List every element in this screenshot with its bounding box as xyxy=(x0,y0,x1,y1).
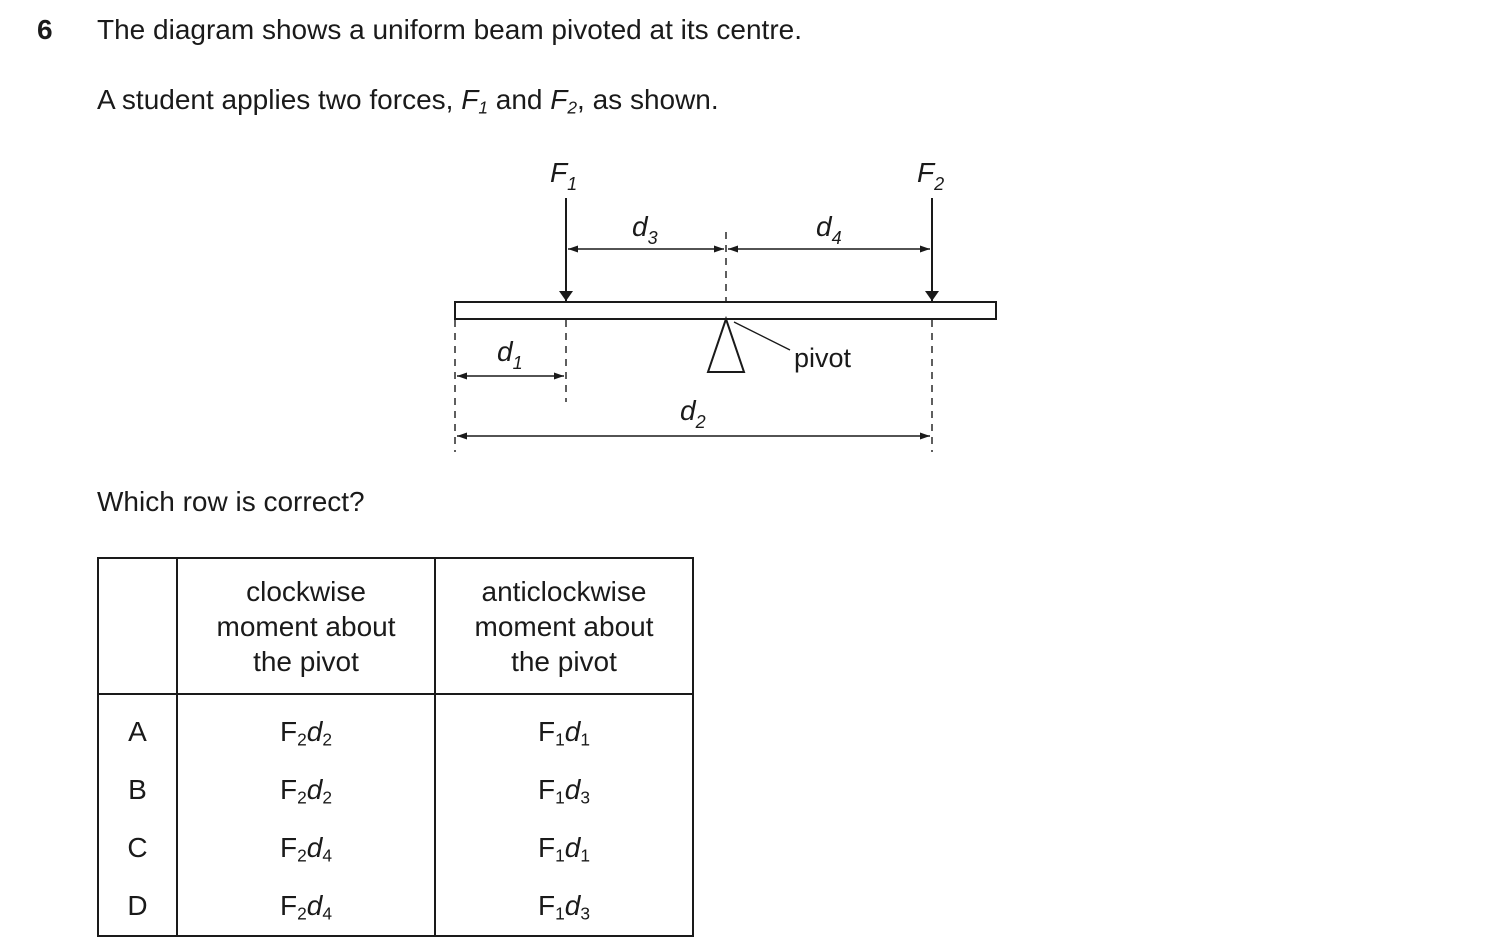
answer-table: clockwise moment about the pivot anticlo… xyxy=(97,557,694,937)
row-label-a: A xyxy=(97,694,178,761)
row-c-anticlockwise: F1d1 xyxy=(434,819,694,877)
header-clockwise: clockwise moment about the pivot xyxy=(176,557,436,695)
header-blank xyxy=(97,557,178,695)
row-a-clockwise: F2d2 xyxy=(176,694,436,761)
force1-label: F1 xyxy=(550,157,577,194)
table-header-row: clockwise moment about the pivot anticlo… xyxy=(97,557,694,695)
pivot-leader-line xyxy=(733,321,791,351)
d2-label: d2 xyxy=(680,395,706,432)
question-number: 6 xyxy=(37,14,53,45)
table-row[interactable]: B F2d2 F1d3 xyxy=(97,761,694,819)
table-row[interactable]: A F2d2 F1d1 xyxy=(97,694,694,761)
header-anticlockwise: anticlockwise moment about the pivot xyxy=(434,557,694,695)
question-prompt: Which row is correct? xyxy=(97,486,365,517)
d3-label: d3 xyxy=(632,211,658,248)
row-d-clockwise: F2d4 xyxy=(176,877,436,937)
line2-and: and xyxy=(487,84,551,115)
d1-label: d1 xyxy=(497,336,523,373)
pivot-label: pivot xyxy=(794,343,852,373)
d4-label: d4 xyxy=(816,211,842,248)
table-row[interactable]: C F2d4 F1d1 xyxy=(97,819,694,877)
row-c-clockwise: F2d4 xyxy=(176,819,436,877)
question-text-line2: A student applies two forces, F1 and F2,… xyxy=(97,84,719,116)
question-text-line1: The diagram shows a uniform beam pivoted… xyxy=(97,14,803,45)
force2-inline: F2 xyxy=(550,84,578,118)
force2-label: F2 xyxy=(917,157,944,194)
line2-prefix: A student applies two forces, xyxy=(97,84,462,115)
pivot-triangle xyxy=(706,315,746,373)
line2-suffix: , as shown. xyxy=(577,84,719,115)
row-d-anticlockwise: F1d3 xyxy=(434,877,694,937)
row-b-anticlockwise: F1d3 xyxy=(434,761,694,819)
force1-inline: F1 xyxy=(461,84,488,118)
row-label-b: B xyxy=(97,761,178,819)
row-b-clockwise: F2d2 xyxy=(176,761,436,819)
beam-diagram: pivot F1 F2 d3 d4 d1 d2 xyxy=(454,157,997,452)
beam xyxy=(454,301,997,320)
row-a-anticlockwise: F1d1 xyxy=(434,694,694,761)
row-label-c: C xyxy=(97,819,178,877)
table-row[interactable]: D F2d4 F1d3 xyxy=(97,877,694,937)
row-label-d: D xyxy=(97,877,178,937)
